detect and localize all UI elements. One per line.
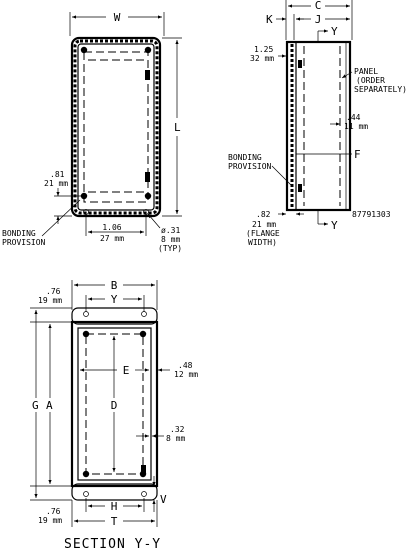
dim-125-mm: 32 mm — [250, 54, 274, 63]
dim-l-label: L — [174, 121, 181, 134]
section-y-bottom: Y — [331, 219, 338, 232]
section-body-outline — [70, 320, 159, 488]
dim-76-bot-in: .76 — [46, 507, 61, 516]
dim-f-label: F — [354, 148, 361, 161]
bonding-label-line2: PROVISION — [2, 238, 46, 247]
side-bonding-line1: BONDING — [228, 153, 262, 162]
dim-c-label: C — [315, 0, 322, 12]
dim-31-note: (TYP) — [158, 244, 182, 253]
dim-106-in: 1.06 — [102, 223, 121, 232]
dim-81-in: .81 — [50, 170, 65, 179]
dim-44-in: .44 — [346, 113, 361, 122]
dim-e-label: E — [123, 364, 130, 377]
dim-k-label: K — [266, 13, 273, 26]
enclosure-outline — [70, 36, 162, 218]
dim-31-mm: 8 mm — [161, 235, 180, 244]
side-view: C J K Y 1.25 32 mm PANEL (ORDER — [228, 0, 407, 247]
panel-label-line1: PANEL — [354, 67, 378, 76]
flange-top — [71, 307, 158, 325]
corner-bolt — [82, 330, 90, 338]
dim-g-label: G — [32, 399, 39, 412]
section-y-top: Y — [331, 25, 338, 38]
dim-81-mm: 21 mm — [44, 179, 68, 188]
side-bonding-line2: PROVISION — [228, 162, 272, 171]
dim-h-label: H — [111, 500, 118, 513]
dim-b-label: B — [111, 279, 118, 292]
corner-bolt — [82, 470, 90, 478]
dim-w-label: W — [114, 11, 121, 24]
mounting-hole — [141, 491, 147, 497]
dim-106-mm: 27 mm — [100, 234, 124, 243]
mounting-hole — [83, 311, 89, 317]
front-view: W L .81 21 mm BONDING PROVISION — [2, 11, 182, 253]
panel-label-line2: (ORDER — [356, 76, 385, 85]
dim-82-in: .82 — [256, 210, 271, 219]
dim-125-in: 1.25 — [254, 45, 273, 54]
dim-76-top-in: .76 — [46, 287, 61, 296]
dim-76-bot-mm: 19 mm — [38, 516, 62, 525]
section-caption: SECTION Y-Y — [64, 537, 161, 552]
side-body-outline — [285, 40, 352, 212]
dim-d-label: D — [111, 399, 118, 412]
corner-bolt — [144, 192, 152, 200]
dim-v-label: V — [160, 493, 167, 506]
flange-label-line1: (FLANGE — [246, 229, 280, 238]
dim-t-label: T — [111, 515, 118, 528]
bonding-label-line1: BONDING — [2, 229, 36, 238]
part-number: 87791303 — [352, 210, 391, 219]
mounting-hole — [141, 311, 147, 317]
panel-label-line3: SEPARATELY) — [354, 85, 407, 94]
dim-82-mm: 21 mm — [252, 220, 276, 229]
dim-j-label: J — [315, 13, 322, 26]
mounting-hole — [83, 491, 89, 497]
dim-76-top-mm: 19 mm — [38, 296, 62, 305]
corner-bolt — [139, 330, 147, 338]
flange-label-line2: WIDTH) — [248, 238, 277, 247]
dim-32-in: .32 — [170, 425, 185, 434]
corner-bolt — [144, 46, 152, 54]
corner-bolt — [80, 46, 88, 54]
dim-32-mm: 8 mm — [166, 434, 185, 443]
dim-31-in: ø.31 — [161, 226, 180, 235]
flange-bottom — [71, 483, 158, 501]
dim-48-mm: 12 mm — [174, 370, 198, 379]
section-y-y-view: B Y .76 19 mm G — [30, 279, 198, 552]
dim-y-label: Y — [111, 293, 118, 306]
corner-bolt — [80, 192, 88, 200]
dim-48-in: .48 — [178, 361, 193, 370]
dim-a-label: A — [46, 399, 53, 412]
dim-44-mm: 11 mm — [344, 122, 368, 131]
